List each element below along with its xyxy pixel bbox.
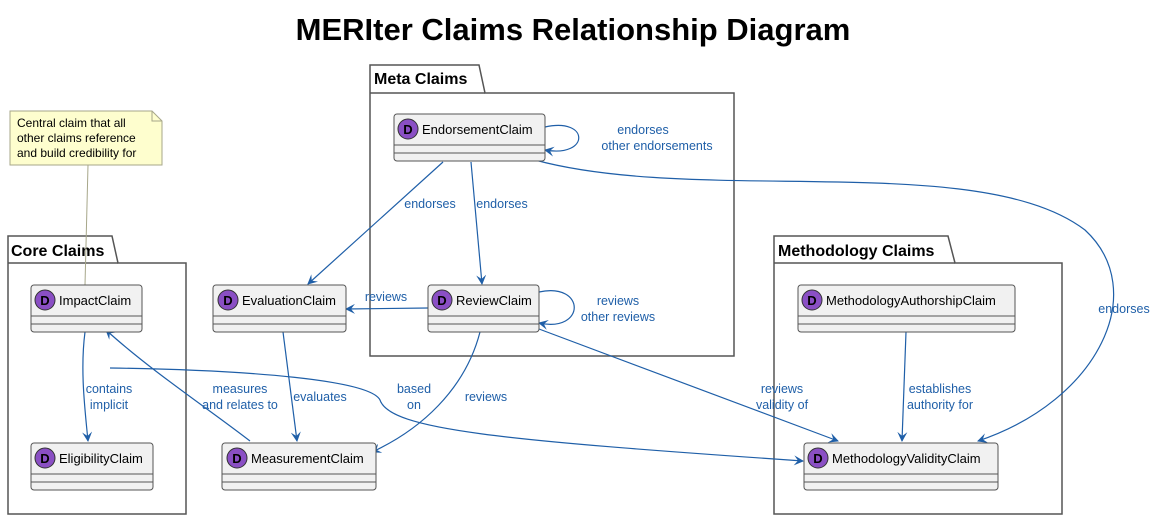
note-line: other claims reference: [17, 131, 136, 145]
edge-labels: endorses other endorsements endorses end…: [86, 123, 1150, 412]
edge-label: reviews: [597, 294, 639, 308]
package-label: Core Claims: [11, 243, 104, 260]
badge-letter: D: [40, 293, 49, 308]
edge-label: authority for: [907, 398, 973, 412]
edge-label: reviews: [465, 390, 507, 404]
edges: [82, 124, 1115, 466]
edge-review-methval: [538, 328, 839, 443]
node-measurement[interactable]: D MeasurementClaim: [221, 442, 377, 491]
datatype-badge-icon: [807, 447, 829, 469]
node-label: MethodologyAuthorshipClaim: [826, 293, 996, 308]
badge-letter: D: [437, 293, 446, 308]
edge-endorse-methval: [534, 159, 1115, 443]
node-methval[interactable]: D MethodologyValidityClaim: [803, 442, 999, 491]
edge-review-eval: [345, 303, 429, 314]
edge-impact-methval: [109, 367, 804, 466]
edge-label: evaluates: [293, 390, 347, 404]
edge-label: endorses: [617, 123, 668, 137]
badge-letter: D: [40, 451, 49, 466]
node-methauth[interactable]: D MethodologyAuthorshipClaim: [797, 284, 1016, 333]
edge-label: implicit: [90, 398, 129, 412]
package-meta: Meta Claims: [369, 64, 735, 357]
datatype-badge-icon: [397, 118, 419, 140]
datatype-badge-icon: [34, 289, 56, 311]
package-core: Core Claims: [7, 235, 187, 515]
badge-letter: D: [232, 451, 241, 466]
edge-label: and relates to: [202, 398, 278, 412]
badge-letter: D: [223, 293, 232, 308]
edge-label: endorses: [404, 197, 455, 211]
badge-letter: D: [403, 122, 412, 137]
edge-label: validity of: [756, 398, 809, 412]
edge-endorse-self: [544, 124, 580, 157]
datatype-badge-icon: [801, 289, 823, 311]
edge-label: on: [407, 398, 421, 412]
edge-label: other endorsements: [601, 139, 712, 153]
package-label: Methodology Claims: [778, 243, 935, 260]
edge-label: contains: [86, 382, 133, 396]
note-line: Central claim that all: [17, 116, 126, 130]
package-methodology: Methodology Claims: [773, 235, 1063, 515]
diagram-title: MERIter Claims Relationship Diagram: [296, 12, 851, 47]
datatype-badge-icon: [431, 289, 453, 311]
node-impact[interactable]: D ImpactClaim: [30, 284, 143, 333]
node-label: EligibilityClaim: [59, 451, 143, 466]
node-evaluation[interactable]: D EvaluationClaim: [212, 284, 347, 333]
edge-label: based: [397, 382, 431, 396]
note: Central claim that all other claims refe…: [9, 110, 163, 286]
datatype-badge-icon: [217, 289, 239, 311]
node-label: EvaluationClaim: [242, 293, 336, 308]
package-label: Meta Claims: [374, 71, 467, 88]
edge-methauth-methval: [897, 331, 908, 442]
edge-label: endorses: [476, 197, 527, 211]
edge-review-measure: [371, 331, 481, 453]
note-line: and build credibility for: [17, 146, 136, 160]
badge-letter: D: [807, 293, 816, 308]
node-review[interactable]: D ReviewClaim: [427, 284, 540, 333]
node-endorsement[interactable]: D EndorsementClaim: [393, 113, 546, 162]
badge-letter: D: [813, 451, 822, 466]
edge-label: measures: [213, 382, 268, 396]
edge-eval-measure: [282, 331, 301, 442]
datatype-badge-icon: [34, 447, 56, 469]
node-label: ImpactClaim: [59, 293, 131, 308]
edge-measure-impact: [105, 329, 251, 442]
edge-endorse-review: [470, 161, 487, 285]
node-label: ReviewClaim: [456, 293, 532, 308]
edge-impact-elig: [82, 331, 93, 442]
edge-endorse-eval: [307, 161, 444, 285]
node-label: MeasurementClaim: [251, 451, 364, 466]
edge-label: reviews: [365, 290, 407, 304]
datatype-badge-icon: [226, 447, 248, 469]
edge-label: reviews: [761, 382, 803, 396]
node-label: EndorsementClaim: [422, 122, 533, 137]
edge-label: endorses: [1098, 302, 1149, 316]
node-label: MethodologyValidityClaim: [832, 451, 981, 466]
edge-label: other reviews: [581, 310, 655, 324]
node-eligibility[interactable]: D EligibilityClaim: [30, 442, 154, 491]
edge-label: establishes: [909, 382, 972, 396]
edge-review-self: [538, 290, 575, 330]
